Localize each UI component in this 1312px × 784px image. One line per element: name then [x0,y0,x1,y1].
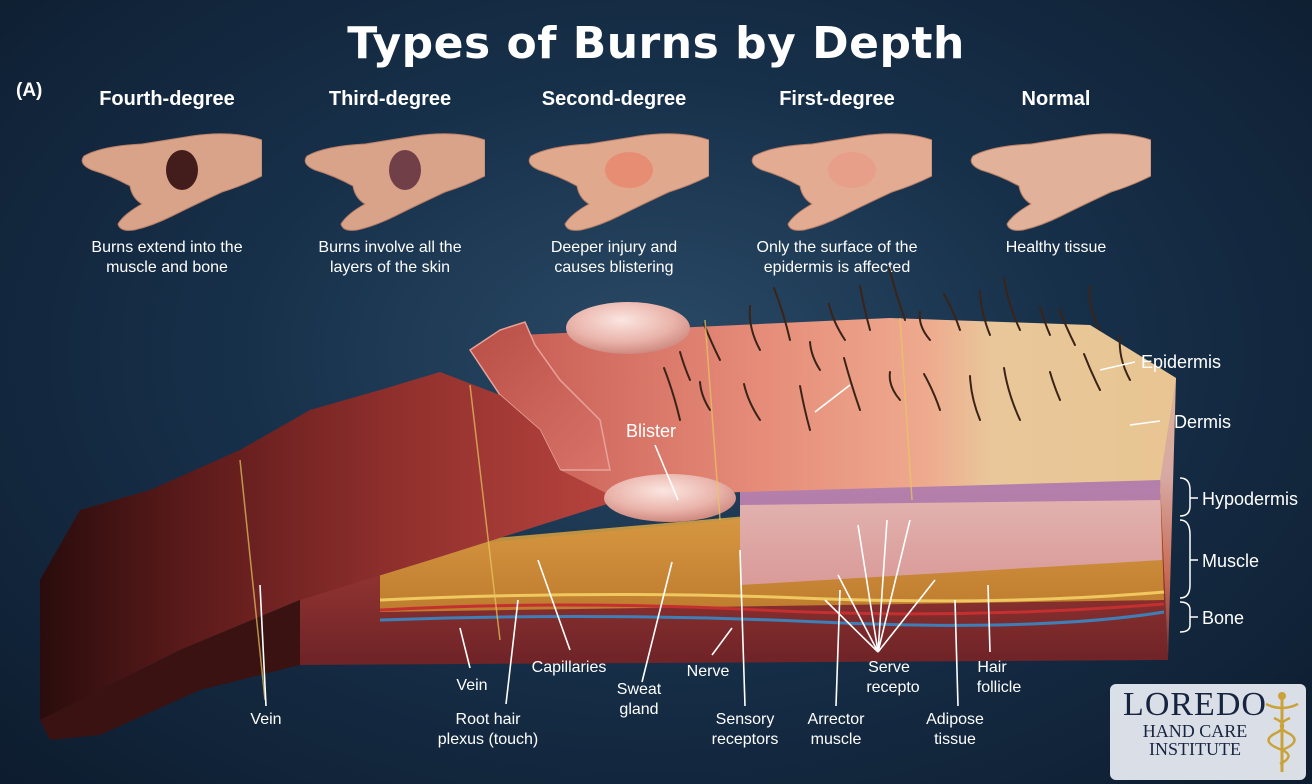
label-sweat-gland-2: gland [619,701,658,718]
hair-strand [773,287,791,341]
label-muscle: Muscle [1202,551,1259,571]
label-blister: Blister [626,421,676,441]
label-vein-mid: Vein [456,677,487,694]
peeling-skin-flap [468,321,611,471]
hand-illustration [970,133,1151,231]
label-arrector-muscle: Arrector [808,711,866,728]
hair-strand [1058,308,1076,346]
caduceus-icon [1265,692,1299,772]
logo-sub-1: HAND CARE [1142,721,1248,741]
hand-illustration [751,133,932,231]
hair-strand [748,305,761,351]
stage-name: Normal [1021,88,1091,110]
label-adipose-tissue-2: tissue [934,731,976,748]
blister-top [566,302,690,354]
hair-strand [1003,367,1021,421]
hair-strand [943,293,961,331]
label-hair-follicle-2: follicle [977,679,1022,696]
hair-strand [699,381,711,411]
hair-strand [1049,371,1061,401]
hand-illustration [81,133,262,231]
tissue-cut-face [300,478,1168,665]
stage-normal: Normal Healthy tissue [956,88,1156,258]
hair-strand [663,367,681,421]
label-dermis: Dermis [1174,412,1231,432]
layer-brackets [1099,361,1198,633]
hair-strands [663,267,1131,431]
label-vein-left: Vein [250,711,281,728]
label-nerve: Nerve [687,663,730,680]
label-serve-recepto: Serve [868,659,910,676]
hair-strand [1039,306,1051,336]
hair-strand [1083,353,1101,391]
label-root-hair: Root hair [456,711,522,728]
label-sweat-gland: Sweat [617,681,662,698]
blister-section [604,474,736,522]
stage-name: Second-degree [541,88,687,110]
label-arrector-muscle-2: muscle [811,731,862,748]
stage-name: Fourth-degree [99,88,235,110]
panel-label: (A) [16,80,43,101]
stage-name: First-degree [779,88,895,110]
hair-strand [888,267,906,321]
page-title: Types of Burns by Depth [347,18,965,69]
label-bone: Bone [1202,608,1244,628]
hair-strand [799,385,811,431]
hair-strand [1088,285,1101,331]
hair-strand [923,373,941,411]
charred-tissue [40,372,620,720]
burn-wound [389,150,421,190]
label-serve-recepto-2: recepto [866,679,919,696]
label-hair-follicle: Hair [977,659,1007,676]
burn-wound [605,152,653,188]
label-epidermis: Epidermis [1141,352,1221,372]
hair-strand [979,290,991,336]
hair-strand [969,375,981,421]
hand-illustration [304,133,485,231]
hair-strand [1118,335,1131,381]
hair-strand [679,351,691,381]
label-root-hair-2: plexus (touch) [438,731,539,748]
burn-wound [166,150,198,190]
hair-strand [1003,277,1021,331]
logo: LOREDO HAND CARE INSTITUTE [1120,686,1270,759]
hair-strand [743,383,761,421]
hair-strand [828,303,846,341]
hair-strand [888,371,901,401]
logo-sub-2: INSTITUTE [1149,739,1241,759]
hand-illustration [528,133,709,231]
section-lines [239,317,913,701]
stage-name: Third-degree [328,88,452,110]
hair-strand [809,341,821,371]
logo-main: LOREDO [1123,686,1267,723]
logo-background [1110,684,1306,780]
label-sensory-receptors: Sensory [716,711,775,728]
label-capillaries: Capillaries [532,659,607,676]
label-sensory-receptors-2: receptors [712,731,779,748]
hair-strand [843,357,861,411]
label-adipose-tissue: Adipose [926,711,984,728]
leader-lines [259,384,991,707]
stage-description: Healthy tissue [1005,239,1107,256]
burn-wound [828,152,876,188]
hair-strand [859,285,871,331]
label-hypodermis: Hypodermis [1202,489,1298,509]
hair-strand [918,311,931,341]
